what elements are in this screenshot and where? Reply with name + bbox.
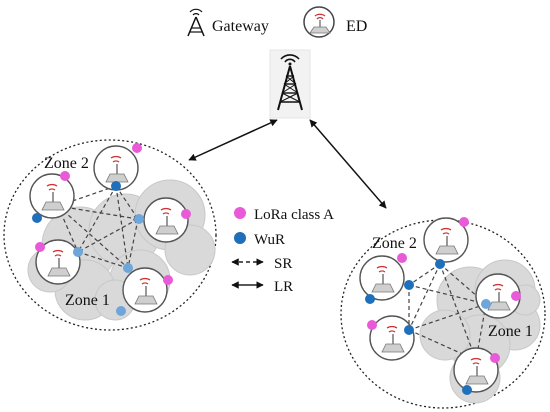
wur-node — [32, 213, 42, 223]
lora-node — [60, 171, 70, 181]
lora-node — [490, 353, 500, 363]
gateway-legend-icon — [187, 8, 205, 37]
wur-node — [116, 306, 126, 316]
legend-lora-label: LoRa class A — [254, 207, 334, 223]
ed-legend-icon — [303, 6, 335, 38]
lora-node — [397, 253, 407, 263]
end-device-icon — [423, 217, 469, 263]
end-device-icon — [143, 197, 189, 243]
gateway — [269, 49, 311, 119]
legend-wur-label: WuR — [254, 232, 285, 248]
wur-node — [404, 325, 414, 335]
lr-link-right — [309, 119, 387, 209]
sr-links-right — [406, 263, 488, 361]
lr-link-left — [188, 119, 278, 161]
right-zone2-label: Zone 2 — [372, 235, 417, 252]
lora-node — [367, 320, 377, 330]
end-device-icon — [35, 239, 81, 285]
legend-lora-dot — [234, 207, 246, 219]
legend-ed-label: ED — [346, 18, 367, 35]
left-zone1-label: Zone 1 — [65, 292, 110, 309]
cluster-left: Zone 2 Zone 1 — [3, 139, 217, 331]
wur-node — [123, 263, 133, 273]
cluster-right: Zone 2 Zone 1 — [340, 217, 546, 409]
lora-node — [35, 242, 45, 252]
wur-node — [134, 214, 144, 224]
legend-wur-dot — [234, 232, 246, 244]
lora-node — [163, 275, 173, 285]
wur-node — [73, 247, 83, 257]
legend-gateway-label: Gateway — [212, 18, 269, 35]
wur-node — [481, 299, 491, 309]
end-device-icon — [122, 267, 168, 313]
wur-node — [365, 294, 375, 304]
wur-node — [462, 385, 472, 395]
legend-ed: ED — [303, 6, 367, 38]
gateway-tower-icon — [277, 54, 303, 111]
wur-node — [435, 259, 445, 269]
legend-lr-label: LR — [274, 279, 293, 295]
legend-node-types: LoRa class A WuR SR LR — [231, 207, 334, 295]
wur-node — [404, 280, 414, 290]
right-zone1-label: Zone 1 — [488, 323, 533, 340]
end-device-icon — [29, 173, 75, 219]
wur-node — [111, 181, 121, 191]
end-device-icon — [369, 315, 415, 361]
lora-node — [132, 143, 142, 153]
lora-node — [181, 209, 191, 219]
left-zone2-label: Zone 2 — [44, 155, 89, 172]
end-device-icon — [359, 255, 405, 301]
lora-node — [459, 217, 469, 227]
legend-sr-label: SR — [274, 256, 292, 272]
legend-gateway: Gateway — [187, 8, 269, 37]
lora-node — [511, 291, 521, 301]
end-device-icon — [453, 347, 499, 393]
